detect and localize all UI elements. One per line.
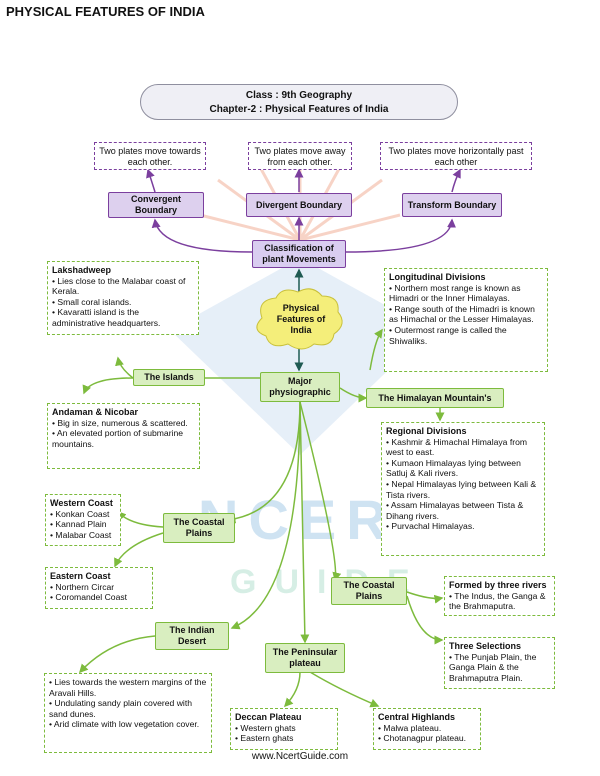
lakshadweep-title: Lakshadweep <box>52 265 112 275</box>
list-item: Northern most range is known as Himadri … <box>389 283 543 304</box>
three-sections-title: Three Selections <box>449 641 522 651</box>
list-item: Lies close to the Malabar coast of Keral… <box>52 276 194 297</box>
himalaya-node: The Himalayan Mountain's <box>366 388 504 408</box>
major-physiographic-node: Major physiographic <box>260 372 340 402</box>
list-item: Chotanagpur plateau. <box>378 733 476 744</box>
list-item: Outermost range is called the Shiwaliks. <box>389 325 543 346</box>
list-item: Konkan Coast <box>50 509 116 520</box>
list-item: Small coral islands. <box>52 297 194 308</box>
list-item: Kashmir & Himachal Himalaya from west to… <box>386 437 540 458</box>
deccan-plateau-box: Deccan Plateau Western ghats Eastern gha… <box>230 708 338 750</box>
regional-title: Regional Divisions <box>386 426 467 436</box>
divergent-note: Two plates move away from each other. <box>248 142 352 170</box>
list-item: Malabar Coast <box>50 530 116 541</box>
classification-node: Classification of plant Movements <box>252 240 346 268</box>
watermark-diamond <box>170 258 430 455</box>
convergent-boundary: Convergent Boundary <box>108 192 204 218</box>
indian-desert-node: The Indian Desert <box>155 622 229 650</box>
three-rivers-box: Formed by three rivers The Indus, the Ga… <box>444 576 555 616</box>
lakshadweep-box: Lakshadweep Lies close to the Malabar co… <box>47 261 199 335</box>
list-item: Western ghats <box>235 723 333 734</box>
list-item: Arid climate with low vegetation cover. <box>49 719 207 730</box>
three-sections-box: Three Selections The Punjab Plain, the G… <box>444 637 555 689</box>
eastern-coast-box: Eastern Coast Northern Circar Coromandel… <box>45 567 153 609</box>
page-title: PHYSICAL FEATURES OF INDIA <box>6 4 205 19</box>
longitudinal-box: Longitudinal Divisions Northern most ran… <box>384 268 548 372</box>
coastal-plains-node: The Coastal Plains <box>163 513 235 543</box>
list-item: Eastern ghats <box>235 733 333 744</box>
longitudinal-title: Longitudinal Divisions <box>389 272 486 282</box>
class-line: Class : 9th Geography <box>245 90 353 101</box>
western-coast-title: Western Coast <box>50 498 113 508</box>
list-item: Kumaon Himalayas lying between Satluj & … <box>386 458 540 479</box>
transform-boundary: Transform Boundary <box>402 193 502 217</box>
cloud-shape <box>256 288 343 350</box>
list-item: Northern Circar <box>50 582 148 593</box>
list-item: Coromandel Coast <box>50 592 148 603</box>
regional-box: Regional Divisions Kashmir & Himachal Hi… <box>381 422 545 556</box>
list-item: Kavaratti island is the administrative h… <box>52 307 194 328</box>
islands-node: The Islands <box>133 369 205 386</box>
convergent-note: Two plates move towards each other. <box>94 142 206 170</box>
desert-box: Lies towards the western margins of the … <box>44 673 212 753</box>
class-header: Class : 9th Geography Chapter-2 : Physic… <box>140 84 458 120</box>
eastern-coast-title: Eastern Coast <box>50 571 111 581</box>
list-item: Kannad Plain <box>50 519 116 530</box>
list-item: Lies towards the western margins of the … <box>49 677 207 698</box>
chapter-line: Chapter-2 : Physical Features of India <box>209 104 389 115</box>
list-item: Purvachal Himalayas. <box>386 521 540 532</box>
list-item: Big in size, numerous & scattered. <box>52 418 195 429</box>
transform-note: Two plates move horizontally past each o… <box>380 142 532 170</box>
list-item: The Indus, the Ganga & the Brahmaputra. <box>449 591 550 612</box>
andaman-box: Andaman & Nicobar Big in size, numerous … <box>47 403 200 469</box>
list-item: The Punjab Plain, the Ganga Plain & the … <box>449 652 550 684</box>
three-rivers-title: Formed by three rivers <box>449 580 547 590</box>
peninsular-plateau-node: The Peninsular plateau <box>265 643 345 673</box>
list-item: An elevated portion of submarine mountai… <box>52 428 195 449</box>
footer-url: www.NcertGuide.com <box>251 751 349 762</box>
list-item: Malwa plateau. <box>378 723 476 734</box>
central-highlands-box: Central Highlands Malwa plateau. Chotana… <box>373 708 481 750</box>
western-coast-box: Western Coast Konkan Coast Kannad Plain … <box>45 494 121 546</box>
deccan-plateau-title: Deccan Plateau <box>235 712 302 722</box>
list-item: Assam Himalayas between Tista & Dihang r… <box>386 500 540 521</box>
list-item: Undulating sandy plain covered with sand… <box>49 698 207 719</box>
andaman-title: Andaman & Nicobar <box>52 407 139 417</box>
northern-plains-node: The Coastal Plains <box>331 577 407 605</box>
central-highlands-title: Central Highlands <box>378 712 456 722</box>
divergent-boundary: Divergent Boundary <box>246 193 352 217</box>
central-topic: Physical Features of India <box>276 303 326 335</box>
list-item: Nepal Himalayas lying between Kali & Tis… <box>386 479 540 500</box>
list-item: Range south of the Himadri is known as H… <box>389 304 543 325</box>
